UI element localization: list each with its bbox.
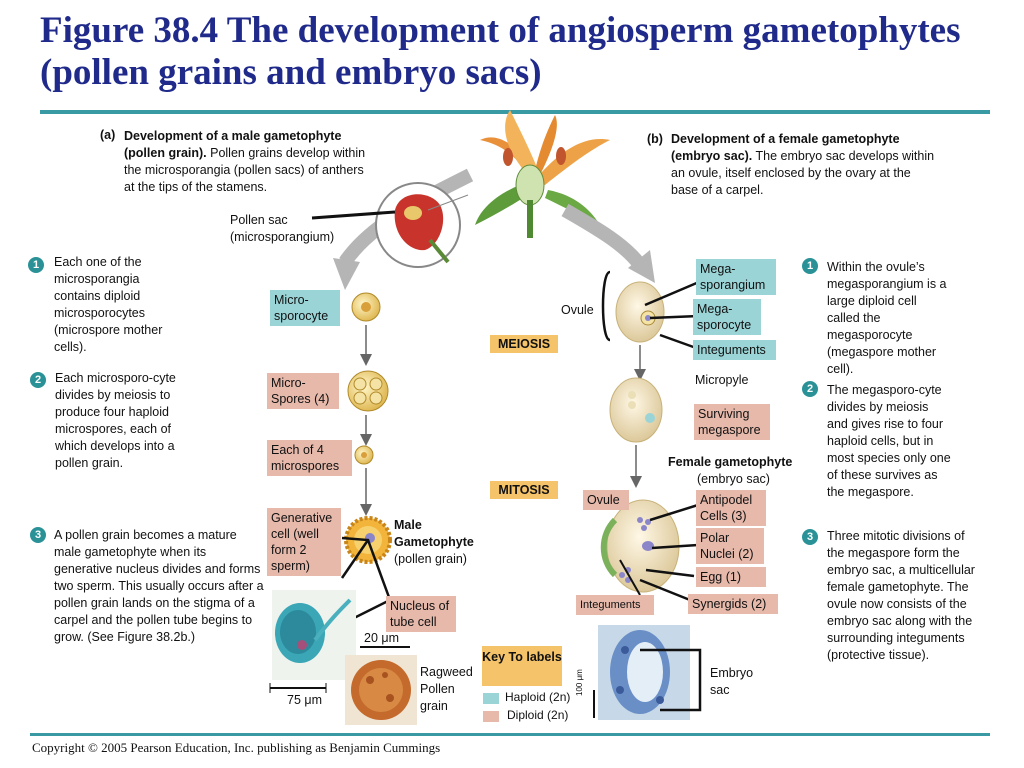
male-gametophyte-label: Male Gametophyte xyxy=(394,518,474,549)
step-b3-text: Three mitotic divisions of the megaspore… xyxy=(827,529,975,662)
panel-a-intro: Development of a male gametophyte (polle… xyxy=(124,128,374,196)
synergids-label: Synergids (2) xyxy=(688,594,778,614)
microsporocyte-label: Micro-sporocyte xyxy=(270,290,340,326)
pollen-sac-label: Pollen sac (microsporangium) xyxy=(230,213,335,244)
step-a1-text: Each one of the microsporangia contains … xyxy=(54,255,163,354)
panel-b-letter: (b) xyxy=(647,132,663,146)
megasporangium-label: Mega-sporangium xyxy=(696,259,776,295)
copyright-text: Copyright © 2005 Pearson Education, Inc.… xyxy=(32,740,441,755)
panel-a-letter: (a) xyxy=(100,128,116,142)
micropyle-label: Micropyle xyxy=(695,373,749,387)
meiosis-banner: MEIOSIS xyxy=(490,335,558,353)
ovule-label: Ovule xyxy=(561,303,594,317)
step-a3-text: A pollen grain becomes a mature male gam… xyxy=(54,528,264,644)
generative-cell-label: Generative cell (well form 2 sperm) xyxy=(267,508,341,576)
haploid-key-label: Haploid (2n) xyxy=(505,690,571,704)
surviving-megaspore-label: Surviving megaspore xyxy=(694,404,770,440)
step-b1-text: Within the ovule’s megasporangium is a l… xyxy=(827,260,947,376)
antipodel-cells-label: Antipodel Cells (3) xyxy=(696,490,766,526)
mitosis-banner: MITOSIS xyxy=(490,481,558,499)
polar-nuclei-label: Polar Nuclei (2) xyxy=(696,528,764,564)
diploid-swatch xyxy=(483,711,499,722)
megasporocyte-label: Mega-sporocyte xyxy=(693,299,761,335)
scale-100um-label: 100 μm xyxy=(575,669,584,696)
panel-b-intro: Development of a female gametophyte (emb… xyxy=(671,131,936,199)
nucleus-tube-cell-label: Nucleus of tube cell xyxy=(386,596,456,632)
step-b2-text: The megasporo-cyte divides by meiosis an… xyxy=(827,383,951,499)
step-badge-b1: 1 xyxy=(802,258,818,274)
step-a2-text: Each microsporo-cyte divides by meiosis … xyxy=(55,371,176,470)
footer-divider xyxy=(30,733,990,736)
step-badge-b3: 3 xyxy=(802,529,818,545)
slide-title: Figure 38.4 The development of angiosper… xyxy=(40,10,961,93)
each-of-4-label: Each of 4 microspores xyxy=(267,440,352,476)
integuments-label: Integuments xyxy=(693,340,776,360)
diploid-key-label: Diploid (2n) xyxy=(507,708,569,722)
embryo-sac-label: Embryo sac xyxy=(710,666,754,697)
ragweed-label: Ragweed Pollen grain xyxy=(420,665,473,713)
panel-b-heading: Development of a female gametophyte (emb… xyxy=(671,132,900,163)
title-divider xyxy=(40,110,990,114)
scale-20um-label: 20 μm xyxy=(364,631,399,645)
panel-a-text: Pollen grains develop within the microsp… xyxy=(124,146,366,194)
pollen-grain-label: (pollen grain) xyxy=(394,552,467,566)
embryo-sac-paren-label: (embryo sac) xyxy=(697,472,770,486)
ovule-label-2: Ovule xyxy=(583,490,629,510)
panel-b-text: The embryo sac develops within an ovule,… xyxy=(671,149,935,197)
integuments-label-2: Integuments xyxy=(576,595,654,615)
microspores-label: Micro-Spores (4) xyxy=(267,373,339,409)
panel-a-heading: Development of a male gametophyte (polle… xyxy=(124,129,342,160)
scale-75um-label: 75 μm xyxy=(287,693,322,707)
step-badge-a3: 3 xyxy=(30,527,46,543)
key-title: Key To labels xyxy=(482,646,562,686)
haploid-swatch xyxy=(483,693,499,704)
step-badge-b2: 2 xyxy=(802,381,818,397)
female-gametophyte-label: Female gametophyte xyxy=(668,455,793,469)
step-badge-a1: 1 xyxy=(28,257,44,273)
egg-label: Egg (1) xyxy=(696,567,766,587)
step-badge-a2: 2 xyxy=(30,372,46,388)
